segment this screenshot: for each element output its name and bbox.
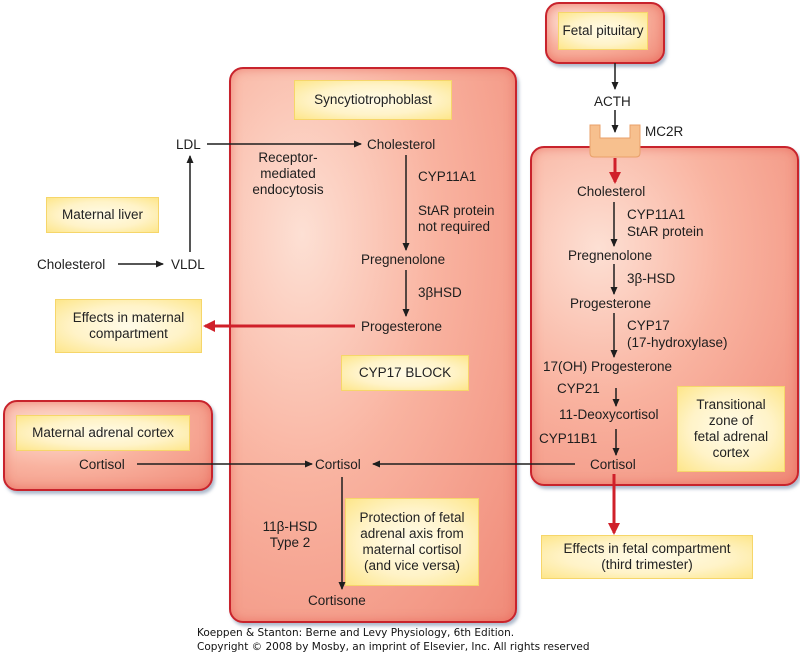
fetal-enzyme-cyp17: CYP17 [627, 318, 670, 333]
fetal-pituitary-title: Fetal pituitary [562, 23, 644, 38]
star-note-line2: not required [418, 219, 491, 234]
placental-progesterone: Progesterone [361, 319, 443, 334]
maternal-effects-line2: compartment [89, 326, 168, 341]
placental-cholesterol: Cholesterol [367, 137, 436, 152]
fetal-enzyme-cyp11a1: CYP11A1 [627, 207, 686, 222]
maternal-cortisol: Cortisol [79, 457, 125, 472]
maternal-liver-label: Maternal liver [46, 197, 159, 233]
fetal-17oh-progesterone: 17(OH) Progesterone [543, 359, 673, 374]
placental-enzyme-3bhsd: 3βHSD [418, 285, 462, 300]
placental-pregnenolone: Pregnenolone [361, 252, 446, 267]
protection-line2: adrenal axis from [360, 526, 464, 541]
transitional-line3: fetal adrenal [693, 429, 769, 444]
syncytiotrophoblast-label: Syncytiotrophoblast [294, 80, 452, 120]
placental-enzyme-11bhsd2: 11β-HSD Type 2 [255, 519, 325, 551]
fetal-deoxycortisol: 11-Deoxycortisol [559, 407, 659, 422]
fetal-effects-line1: Effects in fetal compartment [563, 541, 731, 556]
maternal-liver-title: Maternal liver [61, 207, 144, 222]
maternal-cholesterol: Cholesterol [37, 257, 106, 272]
uptake-line2: mediated [260, 166, 316, 181]
placental-cortisol: Cortisol [315, 457, 361, 472]
fetal-progesterone: Progesterone [570, 296, 652, 311]
cyp17-block-label: CYP17 BLOCK [341, 355, 469, 391]
figure-credit: Koeppen & Stanton: Berne and Levy Physio… [197, 626, 590, 654]
fetal-cortisol: Cortisol [590, 457, 636, 472]
mc2r-receptor-icon [589, 124, 641, 158]
fetal-enzyme-cyp21: CYP21 [557, 381, 600, 396]
fetal-star-protein: StAR protein [627, 224, 704, 239]
credit-line1: Koeppen & Stanton: Berne and Levy Physio… [197, 627, 515, 639]
maternal-adrenal-title: Maternal adrenal cortex [32, 425, 174, 440]
fetal-pituitary-label: Fetal pituitary [558, 12, 648, 50]
fetal-cholesterol: Cholesterol [577, 184, 646, 199]
fetal-effects-line2: (third trimester) [601, 557, 693, 572]
protection-note-box: Protection of fetal adrenal axis from ma… [345, 498, 479, 586]
transitional-zone-label: Transitional zone of fetal adrenal corte… [677, 386, 785, 472]
enzyme-11bhsd-line2: Type 2 [269, 535, 311, 550]
fetal-enzyme-17-hydroxylase: (17-hydroxylase) [627, 335, 728, 350]
fetal-effects-box: Effects in fetal compartment (third trim… [541, 535, 753, 579]
mc2r-label: MC2R [645, 124, 684, 139]
transitional-line2: zone of [708, 413, 754, 428]
protection-line3: maternal cortisol [362, 542, 462, 557]
fetal-pregnenolone: Pregnenolone [568, 248, 653, 263]
syncytiotrophoblast-title: Syncytiotrophoblast [314, 92, 432, 107]
placental-enzyme-cyp11a1: CYP11A1 [418, 169, 477, 184]
uptake-line1: Receptor- [258, 150, 318, 165]
acth-label: ACTH [594, 94, 631, 109]
cortisone-label: Cortisone [308, 593, 366, 608]
uptake-mechanism-label: Receptor- mediated endocytosis [246, 150, 330, 198]
maternal-effects-line1: Effects in maternal [72, 310, 185, 325]
maternal-adrenal-label: Maternal adrenal cortex [16, 415, 190, 451]
cyp17-block-text: CYP17 BLOCK [358, 365, 452, 380]
credit-line2: Copyright © 2008 by Mosby, an imprint of… [197, 641, 590, 653]
enzyme-11bhsd-line1: 11β-HSD [262, 519, 318, 534]
fetal-enzyme-cyp11b1: CYP11B1 [539, 431, 598, 446]
vldl-label: VLDL [171, 257, 205, 272]
protection-line1: Protection of fetal [359, 510, 465, 525]
uptake-line3: endocytosis [252, 182, 324, 197]
star-note-line1: StAR protein [418, 203, 495, 218]
fetal-enzyme-3bhsd: 3β-HSD [627, 271, 676, 286]
ldl-label: LDL [176, 137, 201, 152]
transitional-line4: cortex [712, 445, 750, 460]
protection-line4: (and vice versa) [363, 558, 461, 573]
maternal-effects-box: Effects in maternal compartment [55, 299, 202, 353]
transitional-line1: Transitional [696, 397, 766, 412]
